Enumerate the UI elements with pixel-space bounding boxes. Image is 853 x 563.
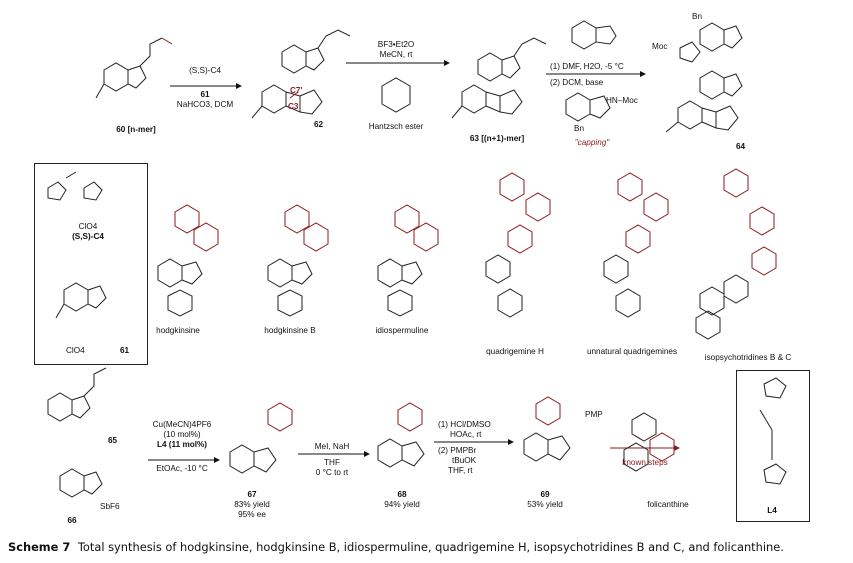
c7-label: C7' <box>290 86 303 95</box>
catalyst-label: (S,S)-C4 <box>72 232 104 241</box>
molecule-69 <box>523 396 571 462</box>
molecule-folicanthine <box>623 412 675 472</box>
nchlorophthalimide-ring <box>571 20 597 50</box>
molecule-unnatural-quadrigemines <box>603 172 669 318</box>
reagent-6-a: (1) HCl/DMSO <box>438 420 491 429</box>
hantzsch-ester-ring <box>381 77 411 113</box>
molecule-idiospermuline <box>377 204 439 317</box>
molecule-hodgkinsine <box>157 204 219 317</box>
molecule-66 <box>59 468 103 498</box>
clo4-label-61: ClO4 <box>66 346 85 355</box>
hantzsch-label: Hantzsch ester <box>368 122 424 131</box>
compound-60-label: 60 [n-mer] <box>116 125 156 134</box>
figure-caption: Scheme 7 Total synthesis of hodgkinsine,… <box>8 540 848 558</box>
moc-label: Moc <box>652 42 668 51</box>
hodgkinsine-label: hodgkinsine <box>156 326 200 335</box>
compound-68-label: 68 <box>397 490 407 499</box>
molecule-64 <box>665 22 743 133</box>
reagent-5-b: THF <box>324 458 340 467</box>
idiospermuline-label: idiospermuline <box>375 326 429 335</box>
catalyst-box <box>34 163 148 365</box>
compound-63-label: 63 [(n+1)-mer] <box>469 134 525 143</box>
molecule-l4-ligand <box>759 377 787 485</box>
reagent-6-b: HOAc, rt <box>450 430 482 439</box>
molecule-68 <box>377 402 425 468</box>
reagent-3-b: (2) DCM, base <box>550 78 604 87</box>
hodgkinsine-b-label: hodgkinsine B <box>264 326 316 335</box>
molecule-62 <box>251 29 351 119</box>
clo4-label: ClO4 <box>78 222 98 231</box>
ee-67: 95% ee <box>238 510 266 519</box>
caption-label: Scheme 7 <box>8 540 71 554</box>
reagent-1-top: (S,S)-C4 <box>189 66 221 75</box>
reagent-4-a: Cu(MeCN)4PF6 <box>152 420 212 429</box>
molecule-isopsychotridines <box>695 168 777 340</box>
pmp-label: PMP <box>585 410 603 419</box>
yield-67: 83% yield <box>234 500 270 509</box>
compound-67-label: 67 <box>247 490 257 499</box>
molecule-quadrigemine-h <box>485 172 551 318</box>
yield-69: 53% yield <box>527 500 563 509</box>
compound-62-label: 62 <box>314 120 324 129</box>
isopsychotridines-label: isopsychotridines B & C <box>704 353 792 362</box>
compound-61-label: 61 <box>120 346 130 355</box>
capping-label: "capping" <box>574 138 610 147</box>
caption-text: Total synthesis of hodgkinsine, hodgkins… <box>77 540 784 554</box>
folicanthine-label: folicanthine <box>647 500 689 509</box>
reagent-4-c: L4 (11 mol%) <box>156 440 208 449</box>
known-steps-label: known steps <box>622 458 668 467</box>
quadrigemine-h-label: quadrigemine H <box>486 347 544 356</box>
capping-indole <box>565 92 591 122</box>
reagent-3-a: (1) DMF, H2O, -5 °C <box>550 62 624 71</box>
sbf6-label: SbF6 <box>100 502 120 511</box>
compound-69-label: 69 <box>540 490 550 499</box>
molecule-67 <box>229 402 293 474</box>
molecule-63 <box>451 37 547 119</box>
nhmoc-label: HN–Moc <box>606 96 638 105</box>
reagent-4-d: EtOAc, -10 °C <box>156 464 208 473</box>
ligand-label: L4 <box>767 506 777 515</box>
reagent-4-b: (10 mol%) <box>163 430 201 439</box>
reagent-6-d: tBuOK <box>452 456 477 465</box>
scheme-artwork <box>47 20 787 498</box>
molecule-hodgkinsine-b <box>267 204 329 317</box>
reagent-6-e: THF, rt <box>448 466 473 475</box>
molecule-65 <box>47 367 107 422</box>
reagent-1-mid: 61 <box>200 90 210 99</box>
reagent-1-bot: NaHCO3, DCM <box>176 100 234 109</box>
reagent-5-c: 0 °C to rt <box>315 468 349 477</box>
molecule-c4-catalyst <box>47 171 103 201</box>
reagent-5-a: MeI, NaH <box>314 442 350 451</box>
reagent-6-c: (2) PMPBr <box>438 446 477 455</box>
compound-65-label: 65 <box>108 436 118 445</box>
ligand-box <box>736 370 810 522</box>
compound-66-label: 66 <box>67 516 77 525</box>
c3-label: C3 <box>288 102 299 111</box>
bn-label-64: Bn <box>692 12 703 21</box>
bn-label: Bn <box>574 124 585 133</box>
reagent-2-top: BF3•Et2O <box>377 40 415 49</box>
compound-64-label: 64 <box>736 142 746 151</box>
yield-68: 94% yield <box>384 500 420 509</box>
molecule-61 <box>55 282 107 319</box>
molecule-60 <box>95 37 173 99</box>
reagent-2-mid: MeCN, rt <box>379 50 413 59</box>
unnatural-quadrigemines-label: unnatural quadrigemines <box>586 347 678 356</box>
